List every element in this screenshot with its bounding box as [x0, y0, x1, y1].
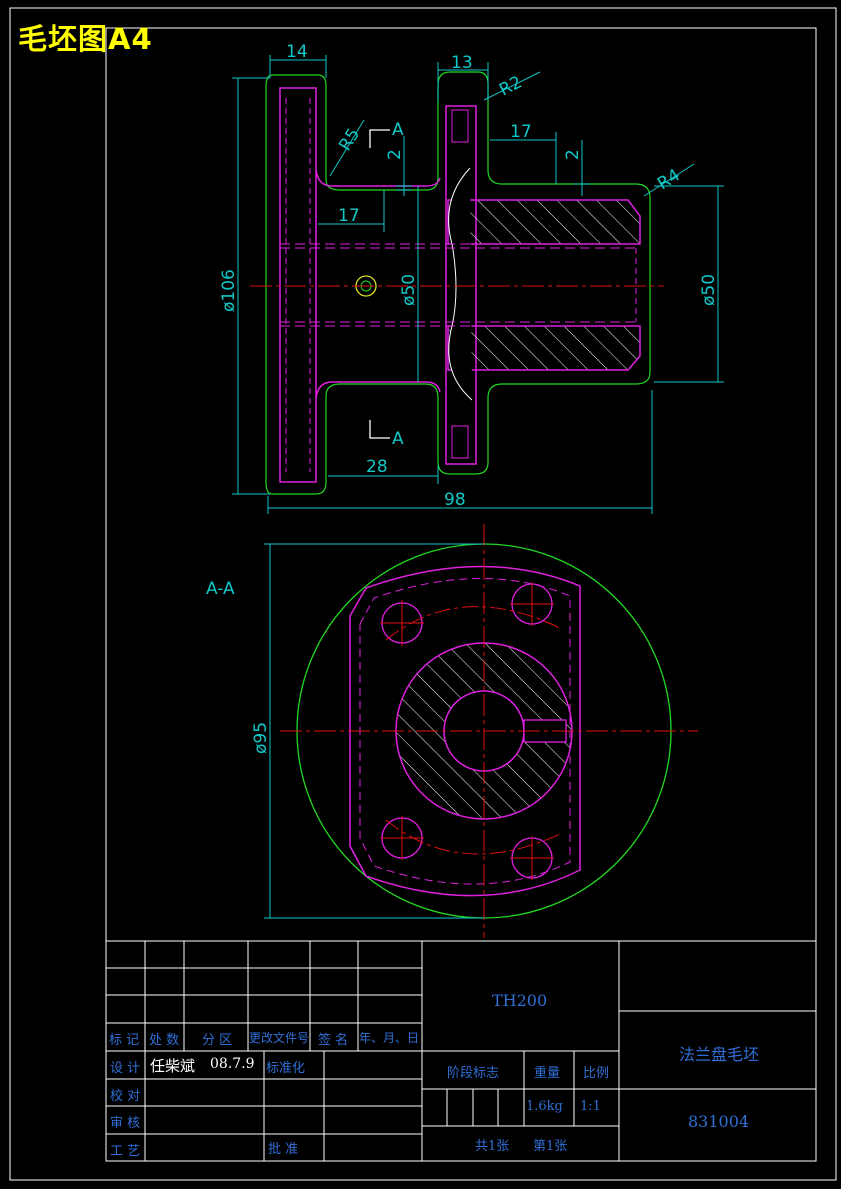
front-view [232, 55, 724, 514]
dim-14: 14 [286, 42, 308, 62]
tb-drawing-no: 831004 [688, 1112, 750, 1131]
dim-r5: R5 [335, 125, 364, 155]
hub-section-bottom [447, 325, 641, 371]
dim-17-left: 17 [338, 206, 360, 226]
flange-plate [349, 565, 581, 897]
hub-section-top [447, 199, 641, 245]
tb-scale-label: 比例 [583, 1066, 610, 1081]
section-label-top: A [392, 120, 404, 140]
tb-weight-label: 重量 [534, 1066, 561, 1081]
tb-header-count: 处 数 [149, 1033, 180, 1048]
tb-std-label: 标准化 [266, 1061, 306, 1076]
dim-dia-95: ø95 [251, 722, 271, 754]
dim-28: 28 [366, 457, 388, 477]
tb-scale-value: 1:1 [580, 1099, 601, 1114]
tb-designer-name: 任柴斌 [150, 1057, 196, 1075]
tb-approve-label: 批 准 [268, 1142, 299, 1157]
dim-13: 13 [451, 53, 473, 73]
tb-material: TH200 [492, 991, 548, 1010]
section-view-label: A-A [206, 579, 235, 599]
title-block [105, 940, 817, 1162]
sheet-title: 毛坯图A4 [18, 22, 153, 56]
tb-design-label: 设 计 [110, 1061, 141, 1076]
dim-17-top: 17 [510, 122, 532, 142]
tb-header-zone: 分 区 [202, 1033, 233, 1048]
dim-r4: R4 [654, 165, 684, 194]
tb-stage-label: 阶段标志 [447, 1066, 500, 1081]
blank-outline [265, 71, 651, 495]
flange-left [279, 87, 317, 483]
dim-dia-106: ø106 [219, 269, 239, 312]
tb-header-date: 年、月、日 [359, 1031, 420, 1045]
tb-weight-value: 1.6kg [526, 1099, 563, 1114]
flange-middle [445, 105, 477, 465]
tb-process-label: 工 艺 [110, 1144, 141, 1159]
dim-2-right: 2 [563, 149, 583, 160]
tb-sheet-no: 第1张 [533, 1139, 568, 1154]
tb-review-label: 审 核 [110, 1116, 141, 1131]
outer-border [9, 7, 837, 1181]
dim-dia-50-outer: ø50 [699, 274, 719, 306]
tb-sheets-total: 共1张 [475, 1139, 510, 1154]
dim-98: 98 [444, 490, 466, 510]
dim-dia-50-inner: ø50 [399, 274, 419, 306]
tb-design-date: 08.7.9 [210, 1056, 255, 1072]
tb-header-mark: 标 记 [109, 1033, 140, 1048]
section-view [264, 524, 698, 938]
tb-header-sign: 签 名 [318, 1033, 349, 1048]
tb-header-change: 更改文件号 [249, 1031, 310, 1045]
dim-2-left: 2 [385, 149, 405, 160]
dim-r2: R2 [496, 72, 525, 100]
tb-part-name: 法兰盘毛坯 [679, 1045, 760, 1064]
section-label-bottom: A [392, 429, 404, 449]
tb-check-label: 校 对 [110, 1089, 141, 1104]
